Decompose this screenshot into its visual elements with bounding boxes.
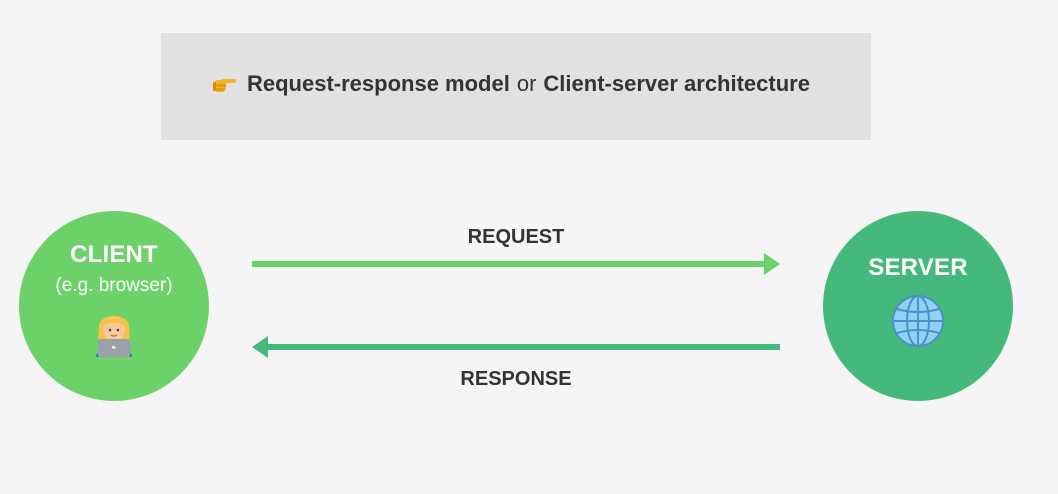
response-arrow bbox=[252, 336, 780, 358]
request-arrow-shaft bbox=[252, 261, 766, 267]
header-architecture-name: Client-server architecture bbox=[543, 71, 810, 96]
person-with-laptop-icon bbox=[96, 315, 132, 357]
client-node: CLIENT (e.g. browser) bbox=[19, 211, 209, 401]
client-subtitle: (e.g. browser) bbox=[55, 275, 173, 296]
server-title: SERVER bbox=[868, 254, 968, 281]
response-arrow-head bbox=[252, 336, 268, 358]
request-label: REQUEST bbox=[467, 226, 565, 248]
title-banner: Request-response model or Client-server … bbox=[161, 33, 871, 140]
banner-text: Request-response model or Client-server … bbox=[213, 71, 810, 97]
response-label: RESPONSE bbox=[460, 368, 572, 390]
response-arrow-shaft bbox=[266, 344, 780, 350]
globe-icon bbox=[892, 295, 944, 347]
client-title: CLIENT bbox=[70, 241, 158, 268]
request-arrow bbox=[252, 253, 780, 275]
header-separator: or bbox=[516, 71, 537, 96]
header-model-name: Request-response model bbox=[247, 71, 510, 96]
server-node: SERVER bbox=[823, 211, 1013, 401]
pointing-hand-icon bbox=[213, 79, 236, 92]
request-arrow-head bbox=[764, 253, 780, 275]
